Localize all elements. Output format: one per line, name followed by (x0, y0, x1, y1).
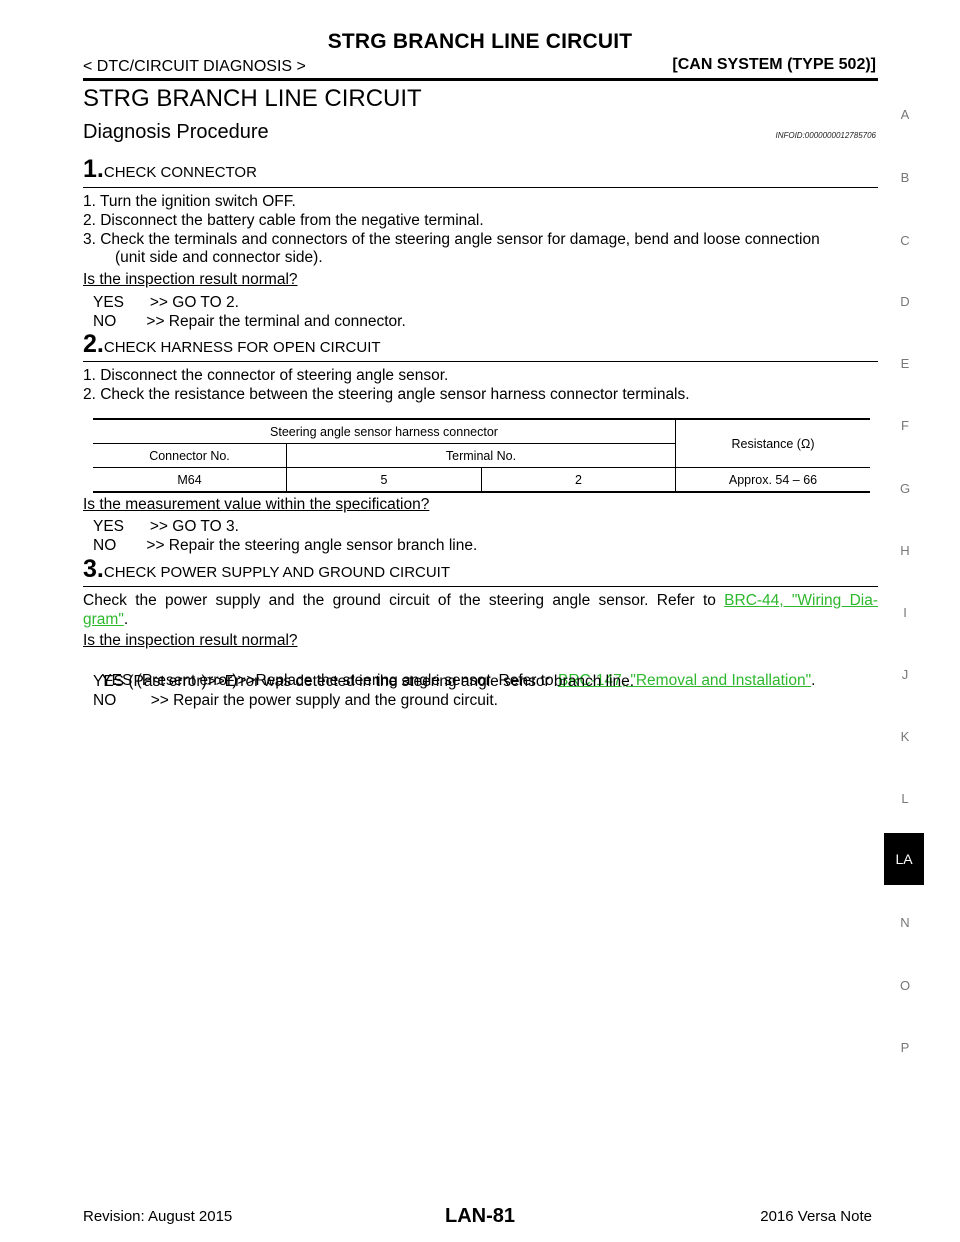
step-title: CHECK HARNESS FOR OPEN CIRCUIT (103, 339, 381, 356)
header-divider (83, 78, 878, 81)
page-header-title: STRG BRANCH LINE CIRCUIT (327, 30, 633, 53)
step-1-heading: 1.CHECK CONNECTOR (83, 155, 257, 184)
wiring-diagram-link-cont[interactable]: gram" (83, 611, 124, 628)
side-index-active-tab[interactable]: LA (884, 833, 924, 885)
step-1-item-2: 2. Disconnect the battery cable from the… (83, 212, 484, 229)
table-cell-connector: M64 (93, 467, 287, 493)
footer-model: 2016 Versa Note (760, 1208, 872, 1225)
side-index-o[interactable]: O (899, 978, 911, 993)
system-label: [CAN SYSTEM (TYPE 502)] (672, 56, 876, 73)
side-index-d[interactable]: D (900, 294, 910, 309)
step-3-heading: 3.CHECK POWER SUPPLY AND GROUND CIRCUIT (83, 555, 450, 584)
info-id: INFOID:0000000012785706 (775, 131, 876, 140)
period: . (123, 611, 129, 628)
step-1-answer-no: NO >> Repair the terminal and connector. (93, 313, 406, 330)
side-index-g[interactable]: G (899, 481, 911, 496)
step-number: 1. (83, 155, 104, 183)
step-3-question: Is the inspection result normal? (83, 632, 298, 649)
step-2-question: Is the measurement value within the spec… (83, 496, 430, 513)
step-number: 2. (83, 330, 104, 358)
side-index-b[interactable]: B (900, 170, 910, 185)
side-index-i[interactable]: I (903, 605, 907, 620)
step-2-answer-yes: YES >> GO TO 3. (93, 518, 239, 535)
step-1-item-3-cont: (unit side and connector side). (115, 249, 323, 266)
side-index-k[interactable]: K (900, 729, 910, 744)
side-index-e[interactable]: E (900, 356, 910, 371)
step-2-answer-no: NO >> Repair the steering angle sensor b… (93, 537, 478, 554)
side-index-p[interactable]: P (900, 1040, 910, 1055)
step-1-answer-yes: YES >> GO TO 2. (93, 294, 239, 311)
table-cell-resistance: Approx. 54 – 66 (675, 467, 870, 493)
section-title: Diagnosis Procedure (83, 121, 269, 143)
step-number: 3. (83, 555, 104, 583)
footer-page-number: LAN-81 (444, 1205, 515, 1227)
step-2-item-1: 1. Disconnect the connector of steering … (83, 367, 449, 384)
side-index-h[interactable]: H (900, 543, 910, 558)
wiring-diagram-link[interactable]: BRC-44, "Wiring Dia- (724, 592, 878, 609)
step-3-answer-past: YES (Past error)>>Error was detected in … (93, 673, 635, 690)
step-divider (83, 361, 878, 362)
step-divider (83, 586, 878, 587)
answer-text: YES (Present error)>>Replace the steerin… (101, 672, 558, 689)
side-index-j[interactable]: J (901, 667, 909, 682)
table-cell-terminal-b: 2 (481, 467, 676, 493)
step-title: CHECK POWER SUPPLY AND GROUND CIRCUIT (103, 564, 451, 581)
resistance-table: Steering angle sensor harness connector … (93, 418, 870, 493)
step-3-answer-present: YES (Present error)>>Replace the steerin… (93, 654, 815, 690)
removal-installation-link[interactable]: BRC-147, "Removal and Installation" (557, 672, 812, 689)
step-3-text: Check the power supply and the ground ci… (83, 591, 878, 610)
period: . (811, 672, 816, 689)
page-title: STRG BRANCH LINE CIRCUIT (83, 85, 422, 112)
step-2-item-2: 2. Check the resistance between the stee… (83, 386, 690, 403)
step-1-question: Is the inspection result normal? (83, 271, 298, 288)
step-1-item-3: 3. Check the terminals and connectors of… (83, 231, 820, 248)
step-3-text-body: Check the power supply and the ground ci… (83, 592, 716, 609)
side-index-n[interactable]: N (900, 915, 910, 930)
table-group-header: Steering angle sensor harness connector (93, 418, 676, 444)
step-1-item-1: 1. Turn the ignition switch OFF. (83, 193, 296, 210)
side-index-a[interactable]: A (900, 107, 910, 122)
step-3-text-cont: gram". (83, 610, 128, 629)
step-2-heading: 2.CHECK HARNESS FOR OPEN CIRCUIT (83, 330, 381, 359)
breadcrumb: < DTC/CIRCUIT DIAGNOSIS > (83, 58, 306, 75)
footer-revision: Revision: August 2015 (83, 1208, 233, 1225)
step-divider (83, 187, 878, 188)
table-cell-terminal-a: 5 (286, 467, 482, 493)
side-index-c[interactable]: C (900, 233, 910, 248)
side-index-f[interactable]: F (901, 418, 909, 433)
table-terminal-header: Terminal No. (286, 443, 676, 468)
step-title: CHECK CONNECTOR (103, 164, 257, 181)
side-index-l[interactable]: L (901, 791, 909, 806)
table-resistance-header: Resistance (Ω) (675, 418, 870, 468)
step-3-answer-no: NO >> Repair the power supply and the gr… (93, 692, 498, 709)
table-connector-header: Connector No. (93, 443, 287, 468)
